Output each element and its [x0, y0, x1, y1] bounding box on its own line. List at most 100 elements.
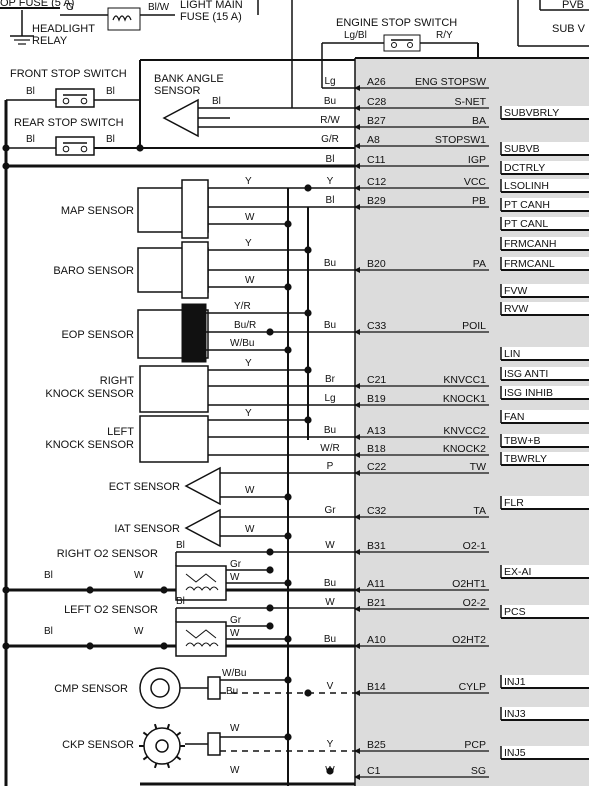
- pin-arrow: [354, 163, 360, 169]
- pin-name: ENG STOPSW: [415, 76, 486, 88]
- terminal-label: LIN: [504, 348, 520, 360]
- ckp-tooth: [166, 762, 171, 769]
- wire-label: Bl: [26, 86, 35, 97]
- pin-name: KNOCK2: [443, 443, 486, 455]
- engine-stop-switch-icon: [383, 34, 421, 52]
- pin-name: KNVCC2: [443, 425, 486, 437]
- connector: [207, 676, 221, 700]
- o2-sensor-label: LEFT O2 SENSOR: [64, 604, 158, 616]
- terminal-box: [501, 496, 589, 509]
- pin-arrow: [354, 434, 360, 440]
- lgbl-label: Lg/Bl: [344, 30, 367, 41]
- pin-arrow: [354, 470, 360, 476]
- wire-label: Y: [245, 408, 252, 419]
- light-main-fuse-label-2: FUSE (15 A): [180, 11, 242, 23]
- pin-wire-label: Bu: [324, 425, 336, 436]
- right-knock-label-2: KNOCK SENSOR: [45, 388, 134, 400]
- pin-id: B21: [367, 597, 386, 609]
- pin-id: A10: [367, 634, 386, 646]
- pin-id: C32: [367, 505, 386, 517]
- pin-arrow: [354, 204, 360, 210]
- o2-sensor-label: RIGHT O2 SENSOR: [57, 548, 158, 560]
- right-knock-sensor-box: [139, 365, 209, 413]
- wire-label: W/Bu: [222, 668, 246, 679]
- pin-id: A11: [367, 578, 385, 590]
- terminal-box: [501, 198, 589, 211]
- pin-arrow: [354, 329, 360, 335]
- o2-sensor-box: [175, 565, 227, 601]
- pin-arrow: [354, 748, 360, 754]
- terminal-label: INJ1: [504, 676, 526, 688]
- terminal-box: [501, 434, 589, 447]
- junction-dot: [304, 309, 312, 317]
- left-knock-label-2: KNOCK SENSOR: [45, 439, 134, 451]
- contact: [62, 145, 70, 153]
- bank-angle-sensor-icon: [162, 98, 199, 138]
- pin-arrow: [354, 643, 360, 649]
- terminal-box: [501, 302, 589, 315]
- pin-wire-label: Bu: [324, 578, 336, 589]
- terminal-box: [501, 675, 589, 688]
- ckp-tooth: [175, 755, 182, 761]
- connector: [207, 732, 221, 756]
- connector: [181, 241, 209, 299]
- wire-label: Y: [245, 358, 252, 369]
- pin-wire-label: G/R: [321, 134, 339, 145]
- terminal-label: PT CANL: [504, 218, 548, 230]
- junction-dot: [284, 676, 292, 684]
- front-stop-switch-label: FRONT STOP SWITCH: [10, 68, 127, 80]
- pin-wire-label: Y: [327, 739, 334, 750]
- pin-id: C22: [367, 461, 386, 473]
- terminal-label: FLR: [504, 497, 524, 509]
- junction-dot: [284, 220, 292, 228]
- junction-dot: [266, 622, 274, 630]
- pin-id: C1: [367, 765, 381, 777]
- junction-dot: [284, 532, 292, 540]
- ground-icon: [10, 35, 34, 45]
- wire-label: W: [245, 485, 255, 496]
- bank-angle-label-2: SENSOR: [154, 85, 201, 97]
- junction-dot: [136, 144, 144, 152]
- pin-name: O2HT2: [452, 634, 486, 646]
- junction-dot: [284, 635, 292, 643]
- terminal-box: [501, 605, 589, 618]
- ckp-inner: [155, 739, 169, 753]
- wire-label: W: [230, 723, 240, 734]
- pin-wire-label: W: [325, 597, 335, 608]
- pin-wire-label: Lg: [324, 393, 335, 404]
- wire-label: W: [230, 628, 240, 639]
- pin-name: CYLP: [459, 681, 486, 693]
- terminal-box: [501, 161, 589, 174]
- ckp-tooth: [142, 755, 149, 761]
- junction-dot: [86, 586, 94, 594]
- wire-label: Y: [245, 176, 252, 187]
- ect-sensor-label: ECT SENSOR: [109, 481, 180, 493]
- wire-label: Bl: [44, 570, 53, 581]
- o2-element: [185, 573, 217, 583]
- pin-id: B14: [367, 681, 386, 693]
- terminal-box: [501, 410, 589, 423]
- terminal-box: [501, 746, 589, 759]
- biw-label: Bl/W: [148, 2, 170, 13]
- pin-arrow: [354, 549, 360, 555]
- pin-arrow: [354, 105, 360, 111]
- wire-label: W: [134, 570, 144, 581]
- pin-id: C21: [367, 374, 386, 386]
- junction-dot: [2, 162, 10, 170]
- pin-wire-label: Bl: [326, 195, 335, 206]
- junction-dot: [326, 767, 334, 775]
- wire-label: Bl: [176, 596, 185, 607]
- left-knock-sensor-box: [139, 415, 209, 463]
- right-knock-label: RIGHT: [100, 375, 135, 387]
- pin-id: C12: [367, 176, 386, 188]
- terminal-box: [501, 284, 589, 297]
- terminal-label: INJ5: [504, 747, 526, 759]
- pin-wire-label: P: [327, 461, 334, 472]
- light-main-fuse-label: LIGHT MAIN: [180, 0, 243, 11]
- pin-arrow: [354, 85, 360, 91]
- pin-wire-label: W: [325, 765, 335, 776]
- pin-arrow: [354, 452, 360, 458]
- pin-arrow: [354, 143, 360, 149]
- terminal-label: ISG ANTI: [504, 368, 548, 380]
